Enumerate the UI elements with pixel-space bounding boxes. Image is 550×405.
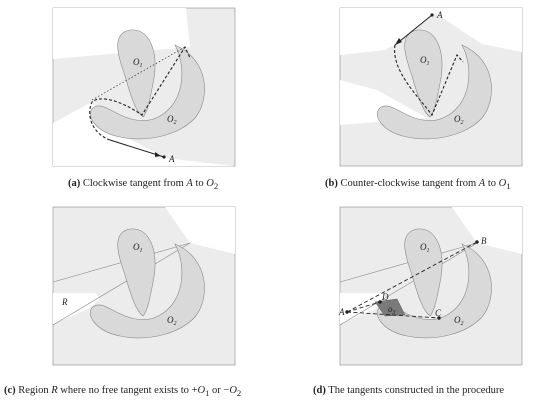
panel-d-point-a xyxy=(345,310,349,314)
panel-d-o3-label: o3 xyxy=(388,304,396,316)
panel-b-o2-label: O2 xyxy=(454,114,464,126)
panel-a-point-a xyxy=(162,155,166,159)
panel-a: O1 O2 A xyxy=(52,7,236,167)
panel-d-boundary-lower xyxy=(339,242,478,326)
caption-a: (a) Clockwise tangent from A to O2 xyxy=(68,178,219,192)
panel-c-o2-label: O2 xyxy=(167,315,177,327)
caption-b: (b) Counter-clockwise tangent from A to … xyxy=(325,178,511,192)
panel-b-a-label: A xyxy=(436,10,443,20)
panel-d-c-label: C xyxy=(435,308,442,318)
panel-d-o1-label: O1 xyxy=(420,242,430,254)
panel-d-d-label: D xyxy=(381,292,389,302)
panel-d-tangent-ac xyxy=(346,311,440,319)
panel-b-free-region-top xyxy=(340,8,442,55)
panel-a-free-region-top xyxy=(53,8,190,59)
panel-d-obstacle-o3 xyxy=(374,298,406,317)
panel-c-boundary-lower xyxy=(52,242,191,326)
panel-a-o2-label: O2 xyxy=(167,114,177,126)
panel-a-dotted-tangent xyxy=(91,46,186,101)
panel-c-region-r xyxy=(53,293,100,324)
panel-b-arrow-icon xyxy=(395,38,402,45)
panel-d-free-region-top xyxy=(452,207,522,254)
panel-d-point-c xyxy=(437,316,441,320)
panel-d-point-d xyxy=(378,300,382,304)
panel-b-o1-label: O1 xyxy=(420,55,430,67)
panel-c: O1 O2 R xyxy=(52,206,236,366)
panel-a-dashed-path xyxy=(89,45,191,141)
panel-b-dashed-path xyxy=(394,44,464,117)
panel-d: O1 O2 o3 A B C D xyxy=(338,206,523,366)
panel-b-solid-tangent xyxy=(394,14,433,46)
panel-b-free-region-right xyxy=(427,8,522,52)
panel-c-r-label: R xyxy=(61,297,68,307)
panel-d-tangent-ab xyxy=(346,241,478,313)
panel-b: O1 O2 A xyxy=(339,7,523,167)
panel-d-a-label: A xyxy=(338,307,345,317)
caption-c: (c) Region R where no free tangent exist… xyxy=(4,385,242,399)
panel-c-free-region-top xyxy=(165,207,235,254)
panel-c-o1-label: O1 xyxy=(133,242,143,254)
panel-d-tangent-ad xyxy=(346,301,381,313)
panel-d-b-label: B xyxy=(481,236,487,246)
panel-a-arrow-icon xyxy=(155,152,161,157)
panel-d-o2-label: O2 xyxy=(454,315,464,327)
panel-a-a-label: A xyxy=(168,154,175,164)
panel-b-point-a xyxy=(430,13,434,17)
panel-a-o1-label: O1 xyxy=(133,57,143,69)
panel-d-free-region-left xyxy=(340,293,387,324)
caption-d: (d) The tangents constructed in the proc… xyxy=(313,385,505,396)
panel-d-point-b xyxy=(475,240,479,244)
